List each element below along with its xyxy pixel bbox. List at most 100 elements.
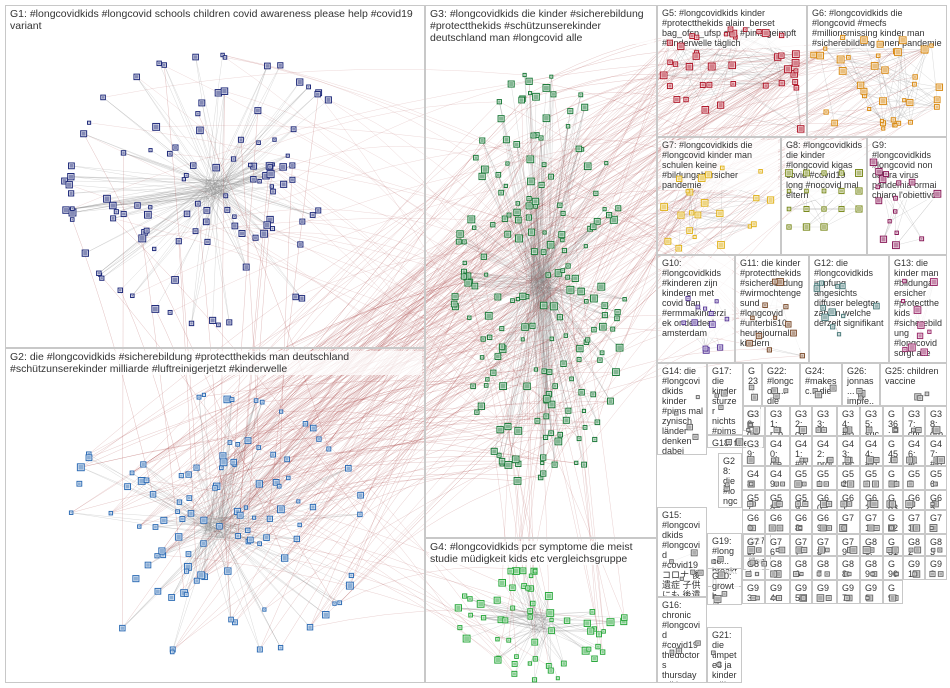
- node-fill: [542, 472, 545, 475]
- node-fill: [881, 99, 886, 104]
- node-fill: [298, 501, 299, 502]
- node-fill: [534, 94, 539, 99]
- node-fill: [908, 458, 912, 462]
- node-fill: [726, 484, 728, 486]
- node-fill: [593, 328, 596, 331]
- node-fill: [501, 384, 506, 389]
- node-fill: [878, 42, 882, 46]
- node-fill: [112, 217, 115, 220]
- node-fill: [195, 466, 198, 469]
- node-fill: [829, 458, 832, 461]
- node-fill: [463, 241, 465, 243]
- node-fill: [278, 485, 280, 487]
- node-fill: [516, 428, 521, 433]
- node-fill: [903, 301, 904, 302]
- node-fill: [825, 111, 827, 113]
- node-fill: [110, 512, 111, 513]
- node-fill: [909, 345, 914, 350]
- node-fill: [730, 63, 735, 68]
- node-fill: [848, 503, 851, 506]
- node-fill: [515, 143, 519, 147]
- node-fill: [359, 513, 361, 515]
- node-fill: [146, 563, 150, 567]
- node-fill: [883, 68, 887, 72]
- node-fill: [291, 164, 294, 167]
- node-fill: [542, 462, 543, 463]
- node-fill: [747, 573, 750, 576]
- node-fill: [914, 83, 916, 85]
- node-fill: [668, 85, 671, 88]
- node-fill: [867, 597, 868, 598]
- node-fill: [775, 317, 776, 318]
- node-fill: [892, 119, 894, 121]
- node-fill: [234, 216, 235, 217]
- node-fill: [177, 511, 179, 513]
- node-fill: [512, 300, 514, 302]
- node-fill: [587, 339, 589, 341]
- node-fill: [914, 573, 916, 575]
- node-fill: [221, 460, 226, 465]
- node-fill: [567, 409, 570, 412]
- node-fill: [669, 61, 672, 64]
- node-fill: [785, 390, 787, 392]
- node-fill: [576, 462, 577, 463]
- node-fill: [288, 477, 289, 478]
- node-fill: [775, 394, 778, 397]
- node-fill: [308, 625, 311, 628]
- node-fill: [224, 57, 225, 58]
- node-fill: [121, 626, 124, 629]
- node-fill: [469, 317, 470, 318]
- node-fill: [529, 230, 533, 234]
- node-fill: [939, 458, 944, 463]
- node-fill: [178, 501, 180, 503]
- node-fill: [751, 483, 752, 484]
- node-fill: [512, 607, 514, 609]
- node-fill: [269, 166, 271, 168]
- node-fill: [82, 132, 86, 136]
- node-fill: [347, 466, 351, 470]
- node-fill: [501, 328, 503, 330]
- node-fill: [194, 55, 198, 59]
- node-fill: [778, 280, 783, 285]
- node-fill: [268, 517, 271, 520]
- node-fill: [612, 328, 614, 330]
- node-fill: [487, 379, 488, 380]
- node-fill: [617, 207, 620, 210]
- node-fill: [929, 331, 930, 332]
- node-fill: [921, 238, 923, 240]
- node-fill: [200, 101, 204, 105]
- node-fill: [719, 103, 723, 107]
- node-fill: [176, 535, 180, 539]
- node-fill: [272, 228, 274, 230]
- node-fill: [472, 385, 475, 388]
- node-fill: [564, 418, 568, 422]
- node-fill: [725, 34, 726, 35]
- node-fill: [496, 355, 500, 359]
- node-fill: [199, 573, 204, 578]
- node-fill: [516, 236, 521, 241]
- node-fill: [785, 306, 787, 308]
- node-fill: [661, 73, 666, 78]
- node-fill: [916, 548, 920, 552]
- node-fill: [895, 197, 897, 199]
- node-fill: [492, 224, 494, 226]
- node-fill: [778, 596, 781, 599]
- node-fill: [842, 483, 844, 485]
- node-fill: [156, 555, 158, 557]
- node-fill: [295, 537, 298, 540]
- node-fill: [473, 284, 477, 288]
- node-fill: [550, 432, 553, 435]
- node-fill: [525, 384, 530, 389]
- node-fill: [153, 307, 158, 312]
- node-fill: [528, 157, 533, 162]
- node-fill: [751, 561, 754, 564]
- node-fill: [692, 551, 696, 555]
- node-fill: [893, 458, 896, 461]
- node-fill: [676, 413, 677, 414]
- node-fill: [274, 480, 278, 484]
- node-fill: [726, 318, 728, 320]
- node-fill: [311, 214, 314, 217]
- node-fill: [560, 233, 564, 237]
- node-fill: [466, 281, 470, 285]
- node-fill: [818, 53, 823, 58]
